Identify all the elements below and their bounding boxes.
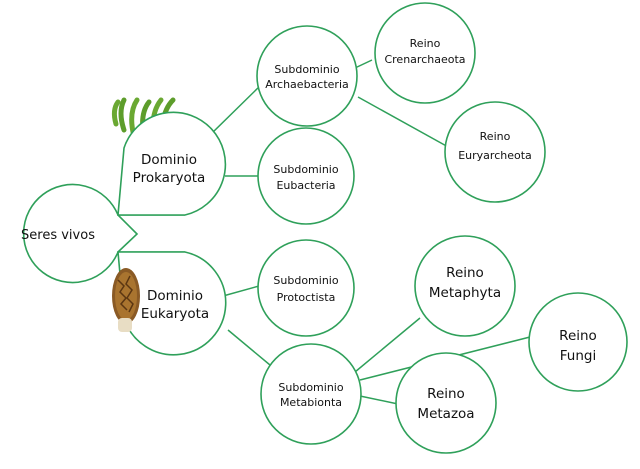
node-dominio-eukaryota-shape xyxy=(117,251,227,356)
node-dominio-eukaryota-line-1: Dominio xyxy=(147,288,203,304)
node-reino-metazoa-shape xyxy=(395,352,497,454)
node-reino-metazoa: Reino Metazoa xyxy=(395,352,497,454)
node-reino-metazoa-line-1: Reino xyxy=(427,386,465,402)
node-subdominio-eubacteria-line-2: Eubacteria xyxy=(276,179,335,192)
node-reino-metaphyta: Reino Metaphyta xyxy=(414,235,516,337)
node-reino-euryarcheota-line-2: Euryarcheota xyxy=(458,149,532,162)
node-reino-fungi-shape xyxy=(528,292,628,392)
node-reino-metaphyta-shape xyxy=(414,235,516,337)
node-reino-euryarcheota-shape xyxy=(444,101,546,203)
edge-eukaryota-metabionta xyxy=(227,329,271,366)
edge-archaebacteria-crenarchaeota xyxy=(354,59,373,69)
node-subdominio-eubacteria: Subdominio Eubacteria xyxy=(257,127,355,225)
node-reino-euryarcheota: Reino Euryarcheota xyxy=(444,101,546,203)
edge-metabionta-metazoa xyxy=(359,395,399,405)
morel-mushroom-icon xyxy=(112,268,140,332)
node-subdominio-eubacteria-line-1: Subdominio xyxy=(273,163,338,176)
node-subdominio-metabionta-shape xyxy=(260,343,362,445)
node-reino-crenarchaeota: Reino Crenarchaeota xyxy=(374,2,476,104)
node-subdominio-archaebacteria: Subdominio Archaebacteria xyxy=(256,25,358,127)
edge-eukaryota-protoctista xyxy=(222,285,260,297)
node-reino-euryarcheota-line-1: Reino xyxy=(480,130,511,143)
node-dominio-prokaryota-line-2: Prokaryota xyxy=(133,170,206,186)
node-subdominio-protoctista-shape xyxy=(257,239,355,337)
node-reino-fungi-line-2: Fungi xyxy=(560,348,596,364)
node-subdominio-archaebacteria-line-1: Subdominio xyxy=(274,63,339,76)
node-seres-vivos-line-1: Seres vivos xyxy=(21,228,95,243)
node-dominio-prokaryota: Dominio Prokaryota xyxy=(111,97,227,216)
node-reino-crenarchaeota-line-2: Crenarchaeota xyxy=(384,53,465,66)
node-reino-fungi: Reino Fungi xyxy=(528,292,628,392)
node-reino-crenarchaeota-shape xyxy=(374,2,476,104)
node-seres-vivos-shape xyxy=(22,183,139,284)
node-dominio-eukaryota: Dominio Eukaryota xyxy=(112,251,227,356)
node-dominio-prokaryota-shape xyxy=(117,111,227,216)
node-reino-metazoa-line-2: Metazoa xyxy=(417,406,474,422)
node-subdominio-metabionta-line-1: Subdominio xyxy=(278,381,343,394)
node-reino-metaphyta-line-1: Reino xyxy=(446,265,484,281)
node-subdominio-archaebacteria-shape xyxy=(256,25,358,127)
node-reino-crenarchaeota-line-1: Reino xyxy=(410,37,441,50)
edge-metabionta-metaphyta xyxy=(354,317,421,373)
edge-archaebacteria-euryarcheota xyxy=(357,96,451,149)
node-subdominio-protoctista: Subdominio Protoctista xyxy=(257,239,355,337)
node-seres-vivos: Seres vivos xyxy=(21,183,139,284)
node-subdominio-archaebacteria-line-2: Archaebacteria xyxy=(265,78,349,91)
node-reino-fungi-line-1: Reino xyxy=(559,328,597,344)
node-reino-metaphyta-line-2: Metaphyta xyxy=(429,285,501,301)
node-subdominio-metabionta-line-2: Metabionta xyxy=(280,396,342,409)
node-dominio-prokaryota-line-1: Dominio xyxy=(141,152,197,168)
node-subdominio-eubacteria-shape xyxy=(257,127,355,225)
node-dominio-eukaryota-line-2: Eukaryota xyxy=(141,306,209,322)
edge-prokaryota-archaebacteria xyxy=(209,83,263,136)
node-subdominio-metabionta: Subdominio Metabionta xyxy=(260,343,362,445)
node-subdominio-protoctista-line-2: Protoctista xyxy=(277,291,336,304)
node-subdominio-protoctista-line-1: Subdominio xyxy=(273,274,338,287)
